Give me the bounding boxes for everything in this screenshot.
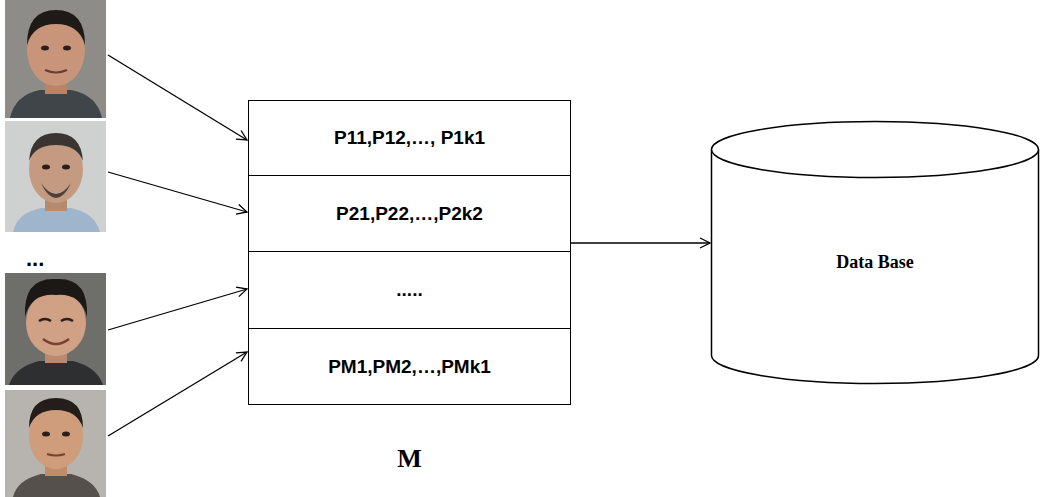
matrix-name: M [249,446,570,472]
table-row: PM1,PM2,…,PMk1 [249,329,570,404]
cylinder-top [712,122,1039,178]
photo-ground [5,390,106,497]
table-row: P11,P12,…, P1k1 [249,101,570,176]
arrow-line [108,55,247,140]
mouth [43,339,69,344]
hair [29,133,83,161]
face-photo [5,390,106,497]
arrow-line [108,172,247,212]
row-label: P21,P22,…,P2k2 [336,203,483,225]
eye [63,46,71,51]
photo-ground [5,121,106,232]
face-photo [5,273,106,385]
shirt [13,208,100,232]
hair [25,279,87,317]
ellipsis-label: ... [26,246,44,272]
mouth [47,454,65,456]
eye [39,319,51,321]
eye [61,319,73,321]
eye [62,432,70,437]
row-label: PM1,PM2,…,PMk1 [328,356,491,378]
table-row: ..... [249,252,570,329]
hair [29,398,83,428]
photo-ground [5,273,106,385]
photo-ground [5,0,106,118]
eye [42,165,50,170]
arrow-line [108,352,247,436]
shirt [9,361,103,385]
shirt [13,474,100,497]
row-label: P11,P12,…, P1k1 [334,127,485,149]
eye [42,432,50,437]
database-label: Data Base [836,252,914,273]
flow-arrow [571,242,710,243]
table-row: P21,P22,…,P2k2 [249,176,570,252]
beard [41,183,71,198]
eye [41,46,49,51]
row-label: ..... [396,279,422,301]
matrix-table: P11,P12,…, P1k1P21,P22,…,P2k2..... PM1,PM… [248,100,571,405]
shirt [10,90,102,118]
cylinder-body [712,150,1039,384]
face-photo [5,121,106,232]
arrow-line [108,289,247,330]
database-cylinder: Data Base [710,120,1040,385]
eye [62,165,70,170]
face-photo [5,0,106,118]
mouth [45,70,67,73]
hair [27,10,85,45]
